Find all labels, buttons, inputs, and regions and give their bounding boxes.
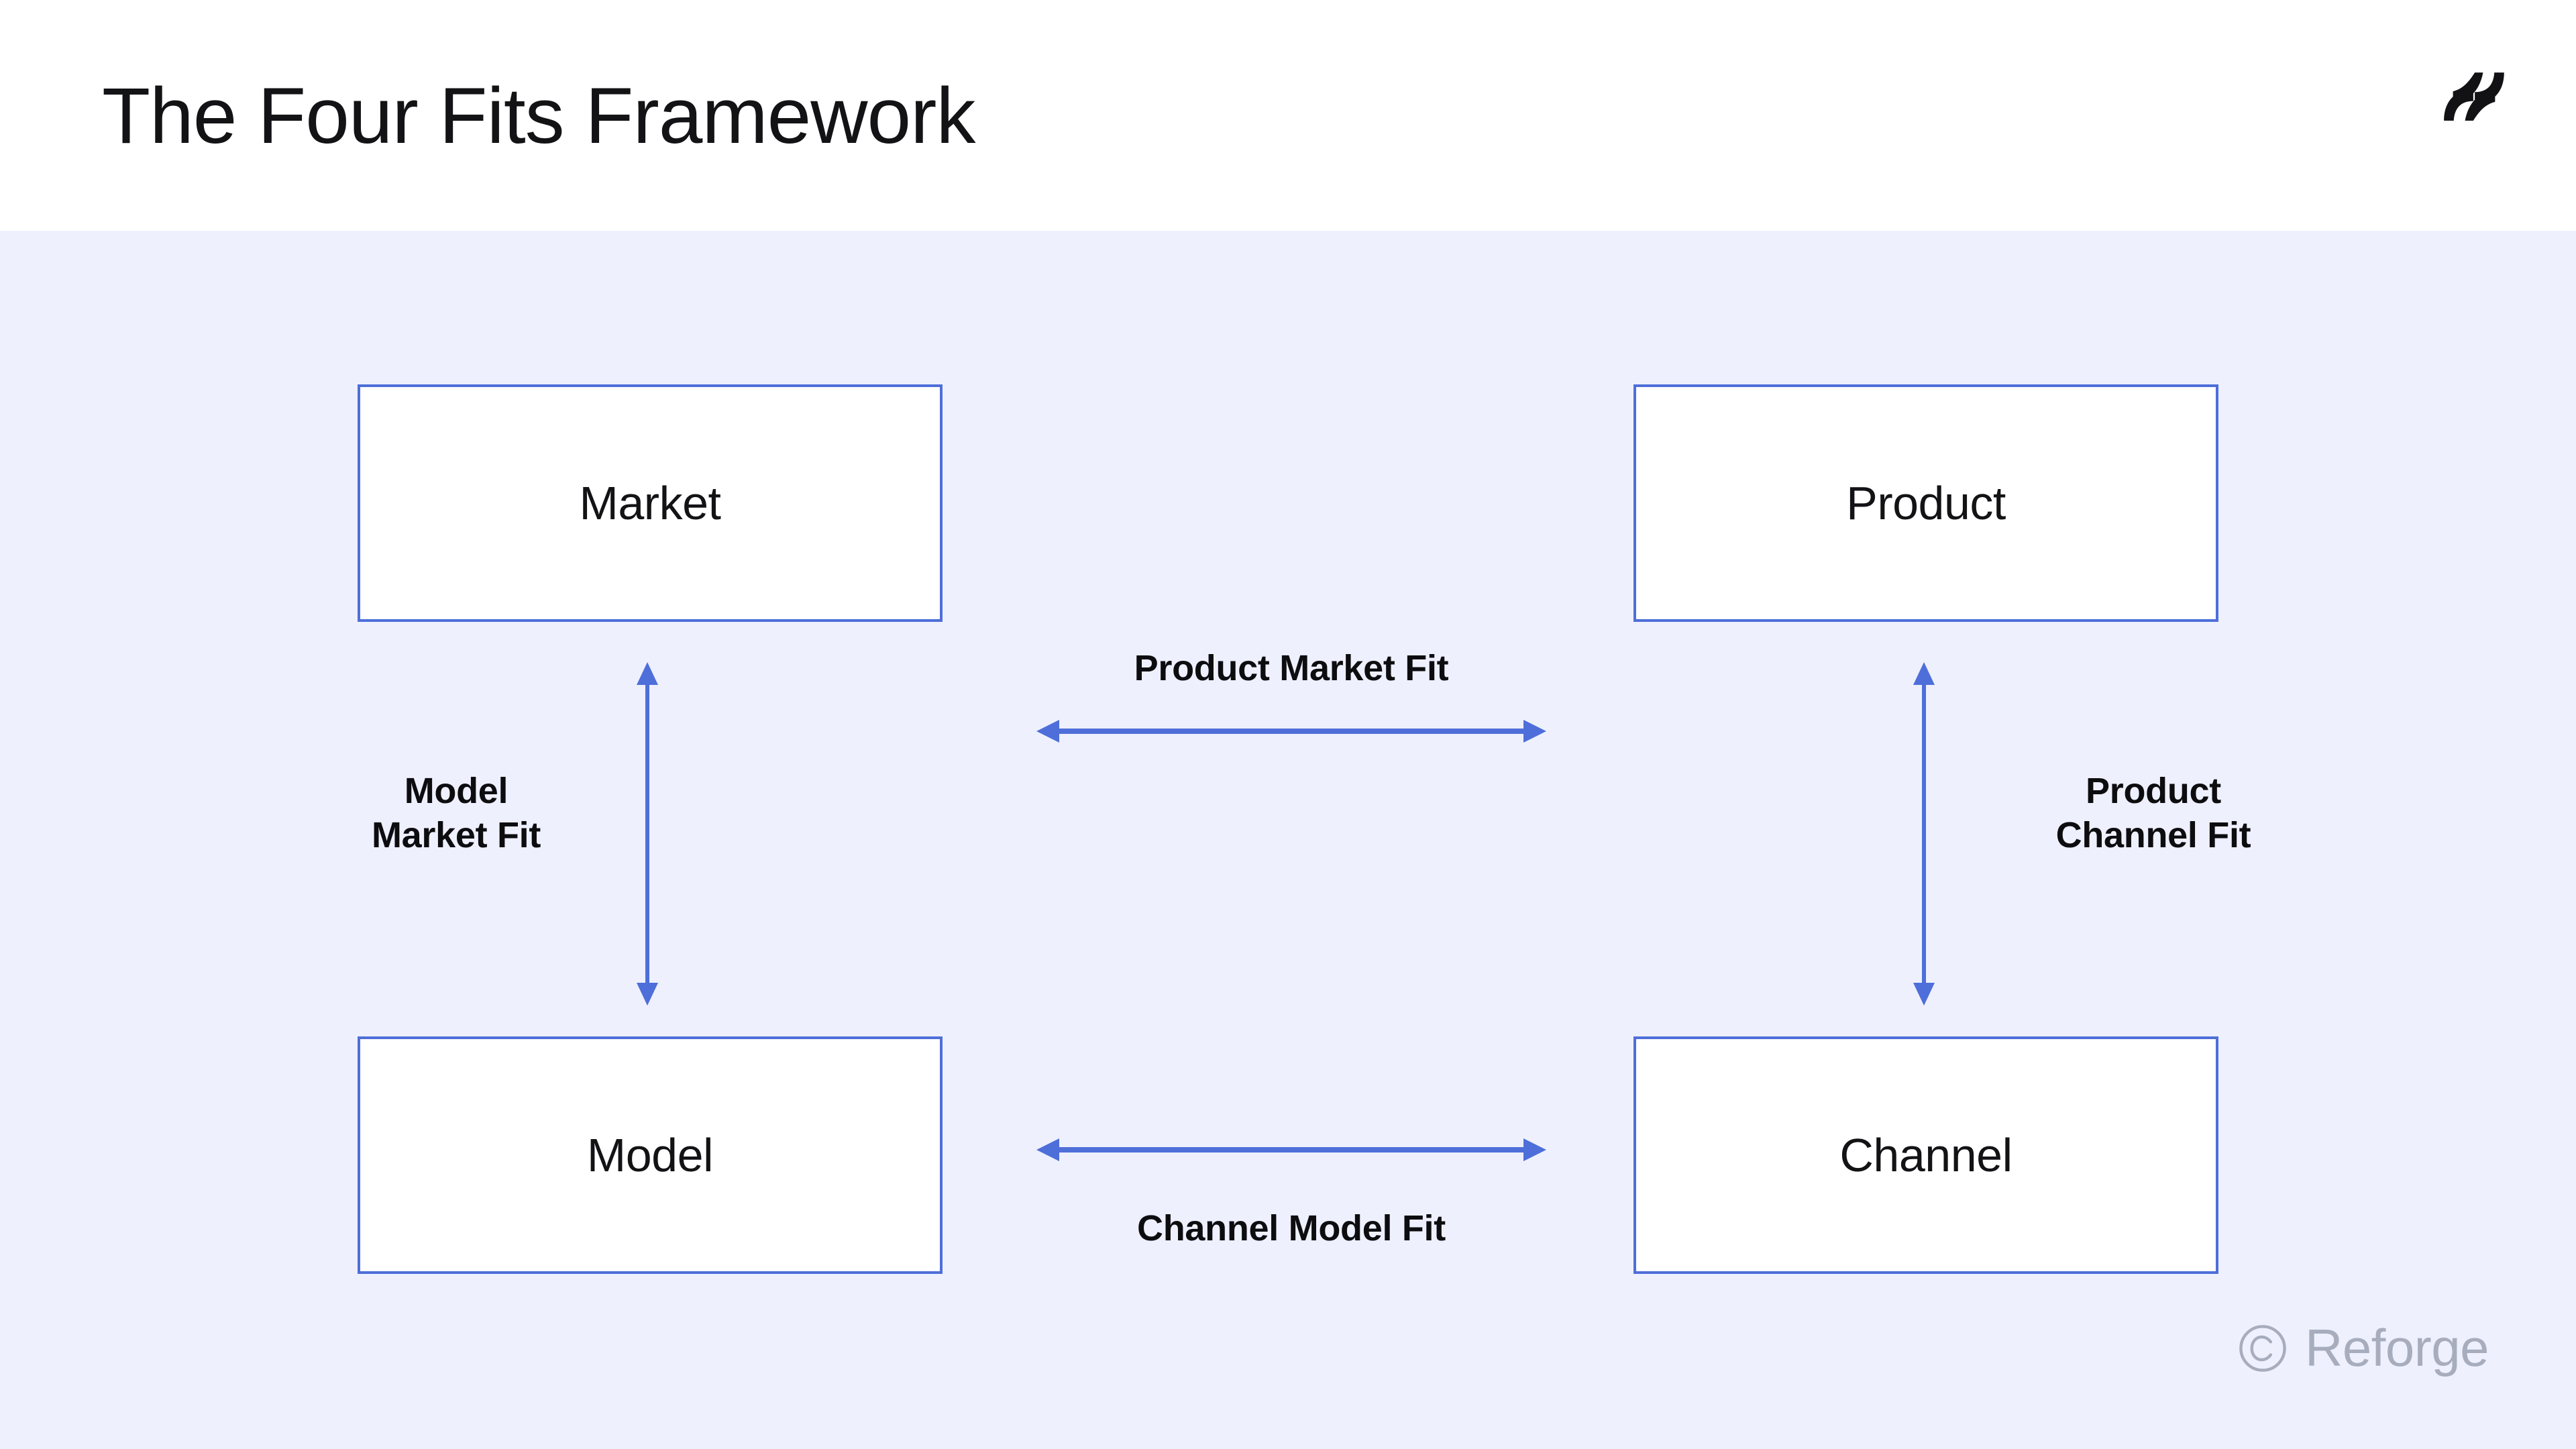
arrow-product-market-fit xyxy=(1036,711,1546,751)
edge-label-channel-model-fit: Channel Model Fit xyxy=(1137,1208,1446,1248)
reforge-logo-icon xyxy=(2436,59,2512,134)
node-product[interactable]: Product xyxy=(1633,384,2218,622)
watermark: Reforge xyxy=(2238,1318,2489,1379)
node-channel-label: Channel xyxy=(1839,1129,2012,1181)
node-market-label: Market xyxy=(579,477,721,529)
node-market[interactable]: Market xyxy=(358,384,943,622)
page-title: The Four Fits Framework xyxy=(102,72,975,160)
arrow-product-channel-fit xyxy=(1904,662,1944,1006)
header-bar: The Four Fits Framework xyxy=(0,0,2576,231)
edge-label-model-market-fit: Model Market Fit xyxy=(371,771,541,855)
node-channel[interactable]: Channel xyxy=(1633,1036,2218,1274)
copyright-icon xyxy=(2239,1324,2286,1372)
arrow-model-market-fit xyxy=(627,662,667,1006)
node-product-label: Product xyxy=(1846,477,2006,529)
edge-label-product-channel-fit: Product Channel Fit xyxy=(2055,771,2251,855)
watermark-brand: Reforge xyxy=(2305,1318,2489,1377)
diagram-canvas: Market Product Model Channel xyxy=(0,231,2576,1449)
edge-label-product-market-fit: Product Market Fit xyxy=(1134,648,1449,688)
arrow-channel-model-fit xyxy=(1036,1130,1546,1170)
node-model-label: Model xyxy=(586,1129,714,1181)
node-model[interactable]: Model xyxy=(358,1036,943,1274)
